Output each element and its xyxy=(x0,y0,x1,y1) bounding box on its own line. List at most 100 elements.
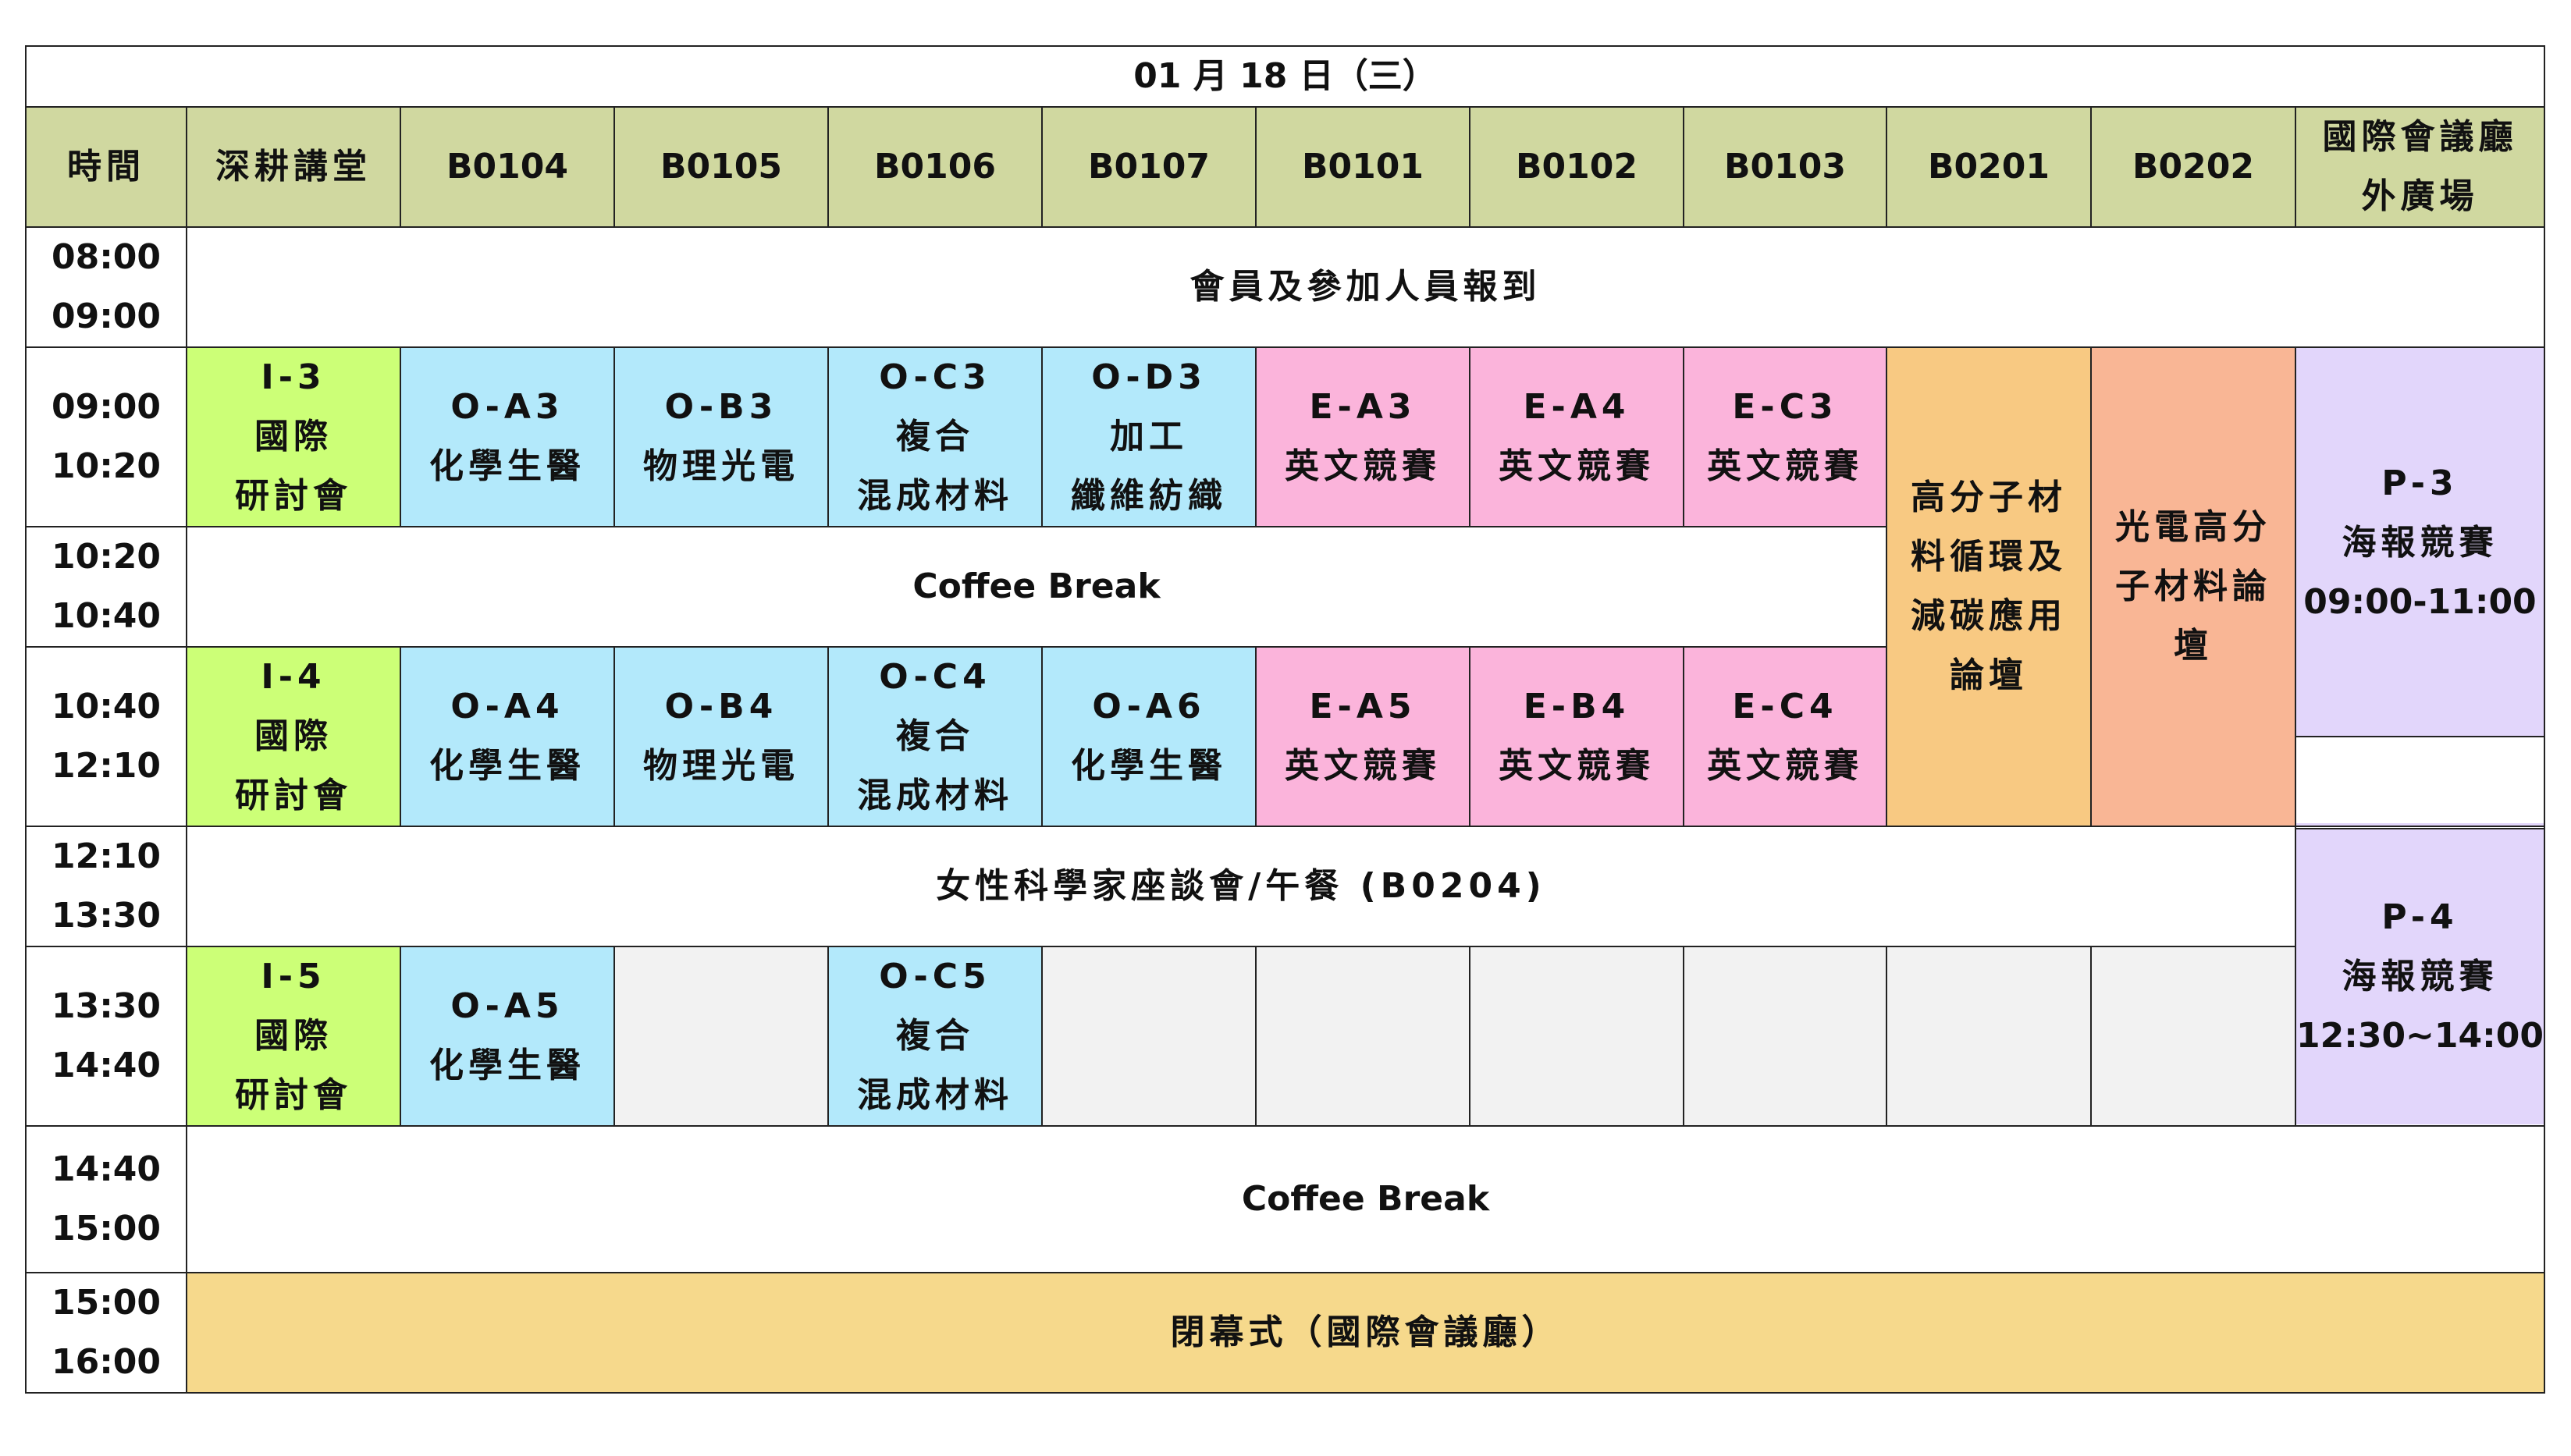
poster-topic: 海報競賽 xyxy=(2342,957,2498,996)
session-o-c3[interactable]: O-C3 複合 混成材料 xyxy=(827,346,1043,527)
session-topic: 混成材料 xyxy=(857,1075,1013,1115)
time-cell: 13:30 14:40 xyxy=(25,946,187,1127)
session-o-a5[interactable]: O-A5 化學生醫 xyxy=(400,946,615,1127)
session-code: E-A4 xyxy=(1523,387,1630,427)
poster-time: 09:00-11:00 xyxy=(2303,582,2537,622)
header-plaza-line-2: 外廣場 xyxy=(2361,176,2479,216)
poster-p-3[interactable]: P-3 海報競賽 09:00-11:00 xyxy=(2296,350,2544,737)
session-topic: 複合 xyxy=(896,716,974,756)
time-cell: 10:20 10:40 xyxy=(25,526,187,648)
session-topic: 化學生醫 xyxy=(429,1046,585,1085)
header-b0104: B0104 xyxy=(400,106,615,228)
session-topic: 加工 xyxy=(1110,417,1188,456)
header-lecture-hall: 深耕講堂 xyxy=(186,106,401,228)
time-start: 08:00 xyxy=(51,237,162,277)
header-time: 時間 xyxy=(25,106,187,228)
session-i-5[interactable]: I-5 國際 研討會 xyxy=(186,946,401,1127)
session-o-c5[interactable]: O-C5 複合 混成材料 xyxy=(827,946,1043,1127)
session-topic: 英文競賽 xyxy=(1707,746,1863,786)
session-topic: 纖維紡織 xyxy=(1071,476,1227,516)
time-cell: 08:00 09:00 xyxy=(25,226,187,348)
closing-ceremony-banner: 閉幕式（國際會議廳） xyxy=(186,1272,2545,1394)
session-code: E-C4 xyxy=(1732,687,1838,726)
session-topic: 混成材料 xyxy=(857,776,1013,815)
session-topic: 國際 xyxy=(254,417,332,456)
forum-line: 高分子材 xyxy=(1911,478,2067,517)
time-start: 13:30 xyxy=(51,986,162,1026)
session-topic: 複合 xyxy=(896,417,974,456)
session-topic: 國際 xyxy=(254,1016,332,1056)
forum-line: 光電高分 xyxy=(2115,507,2271,547)
date-title: 01 月 18 日（三） xyxy=(25,45,2545,108)
session-topic: 研討會 xyxy=(235,1075,352,1115)
session-o-a3[interactable]: O-A3 化學生醫 xyxy=(400,346,615,527)
session-topic: 複合 xyxy=(896,1016,974,1056)
time-end: 15:00 xyxy=(51,1209,162,1248)
header-row: 時間 深耕講堂 B0104 B0105 B0106 B0107 B0101 B0… xyxy=(25,106,2545,228)
session-topic: 化學生醫 xyxy=(429,746,585,786)
time-cell: 15:00 16:00 xyxy=(25,1272,187,1394)
session-topic: 英文競賽 xyxy=(1285,746,1441,786)
empty-slot xyxy=(2090,946,2296,1127)
session-e-b4[interactable]: E-B4 英文競賽 xyxy=(1469,646,1684,827)
time-end: 13:30 xyxy=(51,896,162,936)
session-o-b3[interactable]: O-B3 物理光電 xyxy=(613,346,829,527)
session-code: E-B4 xyxy=(1523,687,1630,726)
poster-topic: 海報競賽 xyxy=(2342,523,2498,563)
session-code: O-A5 xyxy=(450,986,564,1026)
session-code: I-3 xyxy=(261,357,326,397)
poster-p-4[interactable]: P-4 海報競賽 12:30~14:00 xyxy=(2296,828,2544,1124)
schedule-table: 01 月 18 日（三） 時間 深耕講堂 B0104 B0105 B0106 B… xyxy=(25,45,2545,1394)
session-e-a4[interactable]: E-A4 英文競賽 xyxy=(1469,346,1684,527)
time-end: 12:10 xyxy=(51,746,162,786)
empty-slot xyxy=(1255,946,1470,1127)
time-end: 09:00 xyxy=(51,297,162,336)
time-start: 12:10 xyxy=(51,836,162,876)
registration-banner: 會員及參加人員報到 xyxy=(186,226,2545,348)
session-i-3[interactable]: I-3 國際 研討會 xyxy=(186,346,401,527)
header-b0107: B0107 xyxy=(1041,106,1257,228)
empty-slot xyxy=(1469,946,1684,1127)
session-i-4[interactable]: I-4 國際 研討會 xyxy=(186,646,401,827)
coffee-break-banner: Coffee Break xyxy=(186,526,1887,648)
session-code: O-A6 xyxy=(1092,687,1206,726)
session-topic: 英文競賽 xyxy=(1499,446,1655,486)
header-plaza-line-1: 國際會議廳 xyxy=(2322,117,2518,157)
forum-line: 論壇 xyxy=(1950,655,2028,695)
session-topic: 化學生醫 xyxy=(429,446,585,486)
time-start: 15:00 xyxy=(51,1283,162,1323)
session-code: O-C4 xyxy=(879,657,991,697)
empty-slot xyxy=(1041,946,1257,1127)
header-b0202: B0202 xyxy=(2090,106,2296,228)
session-topic: 化學生醫 xyxy=(1071,746,1227,786)
session-o-c4[interactable]: O-C4 複合 混成材料 xyxy=(827,646,1043,827)
coffee-break-banner: Coffee Break xyxy=(186,1125,2545,1273)
session-o-b4[interactable]: O-B4 物理光電 xyxy=(613,646,829,827)
forum-line: 料循環及 xyxy=(1911,537,2067,577)
forum-line: 子材料論 xyxy=(2115,566,2271,606)
session-code: E-A3 xyxy=(1309,387,1417,427)
session-topic: 研討會 xyxy=(235,476,352,516)
forum-recycling[interactable]: 高分子材 料循環及 減碳應用 論壇 xyxy=(1886,346,2092,827)
session-o-d3[interactable]: O-D3 加工 纖維紡織 xyxy=(1041,346,1257,527)
session-o-a6[interactable]: O-A6 化學生醫 xyxy=(1041,646,1257,827)
forum-line: 壇 xyxy=(2174,626,2213,666)
session-o-a4[interactable]: O-A4 化學生醫 xyxy=(400,646,615,827)
time-end: 10:40 xyxy=(51,596,162,636)
poster-gap xyxy=(2296,737,2544,823)
session-e-c3[interactable]: E-C3 英文競賽 xyxy=(1683,346,1887,527)
poster-time: 12:30~14:00 xyxy=(2296,1016,2544,1056)
session-topic: 物理光電 xyxy=(643,746,799,786)
session-e-c4[interactable]: E-C4 英文競賽 xyxy=(1683,646,1887,827)
session-e-a5[interactable]: E-A5 英文競賽 xyxy=(1255,646,1470,827)
session-topic: 英文競賽 xyxy=(1499,746,1655,786)
header-b0103: B0103 xyxy=(1683,106,1887,228)
session-e-a3[interactable]: E-A3 英文競賽 xyxy=(1255,346,1470,527)
header-b0105: B0105 xyxy=(613,106,829,228)
time-end: 10:20 xyxy=(51,446,162,486)
header-b0106: B0106 xyxy=(827,106,1043,228)
time-cell: 14:40 15:00 xyxy=(25,1125,187,1273)
forum-optoelectronic[interactable]: 光電高分 子材料論 壇 xyxy=(2090,346,2296,827)
session-topic: 研討會 xyxy=(235,776,352,815)
schedule-sheet: 01 月 18 日（三） 時間 深耕講堂 B0104 B0105 B0106 B… xyxy=(25,45,2545,1394)
